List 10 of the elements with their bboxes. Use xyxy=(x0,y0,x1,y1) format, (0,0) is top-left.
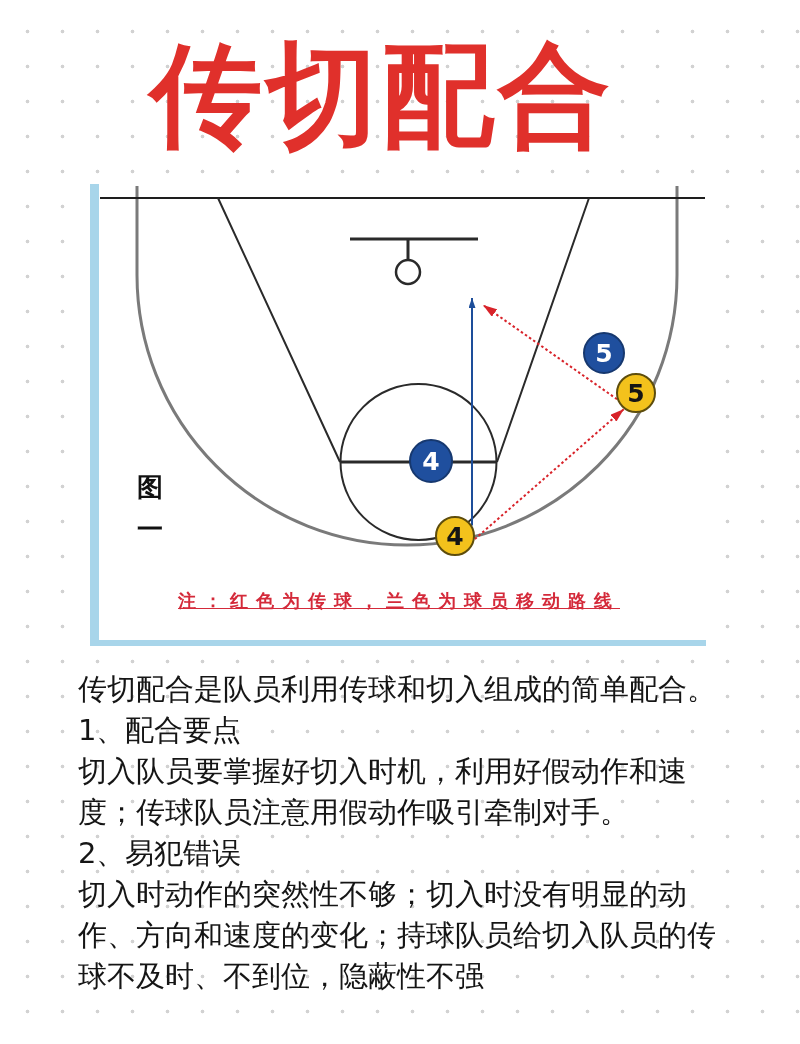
arrow xyxy=(468,297,476,527)
paragraph: 切入时动作的突然性不够；切入时没有明显的动作、方向和速度的变化；持球队员给切入队员的传球不及时、不到位，隐蔽性不强 xyxy=(78,876,717,995)
figure-label: 图一 xyxy=(136,471,164,546)
paragraph: 切入队员要掌握好切入时机，利用好假动作和速度；传球队员注意用假动作吸引牵制对手。 xyxy=(78,753,688,831)
dotted-arrow xyxy=(473,408,625,541)
section-heading: 1、配合要点 xyxy=(78,712,242,749)
figure-note: 注：红色为传球，兰色为球员移动路线 xyxy=(178,589,620,613)
section-heading: 2、易犯错误 xyxy=(78,835,242,872)
intro-text: 传切配合是队员利用传球和切入组成的简单配合。 xyxy=(78,671,716,708)
dotted-arrow xyxy=(482,304,618,401)
